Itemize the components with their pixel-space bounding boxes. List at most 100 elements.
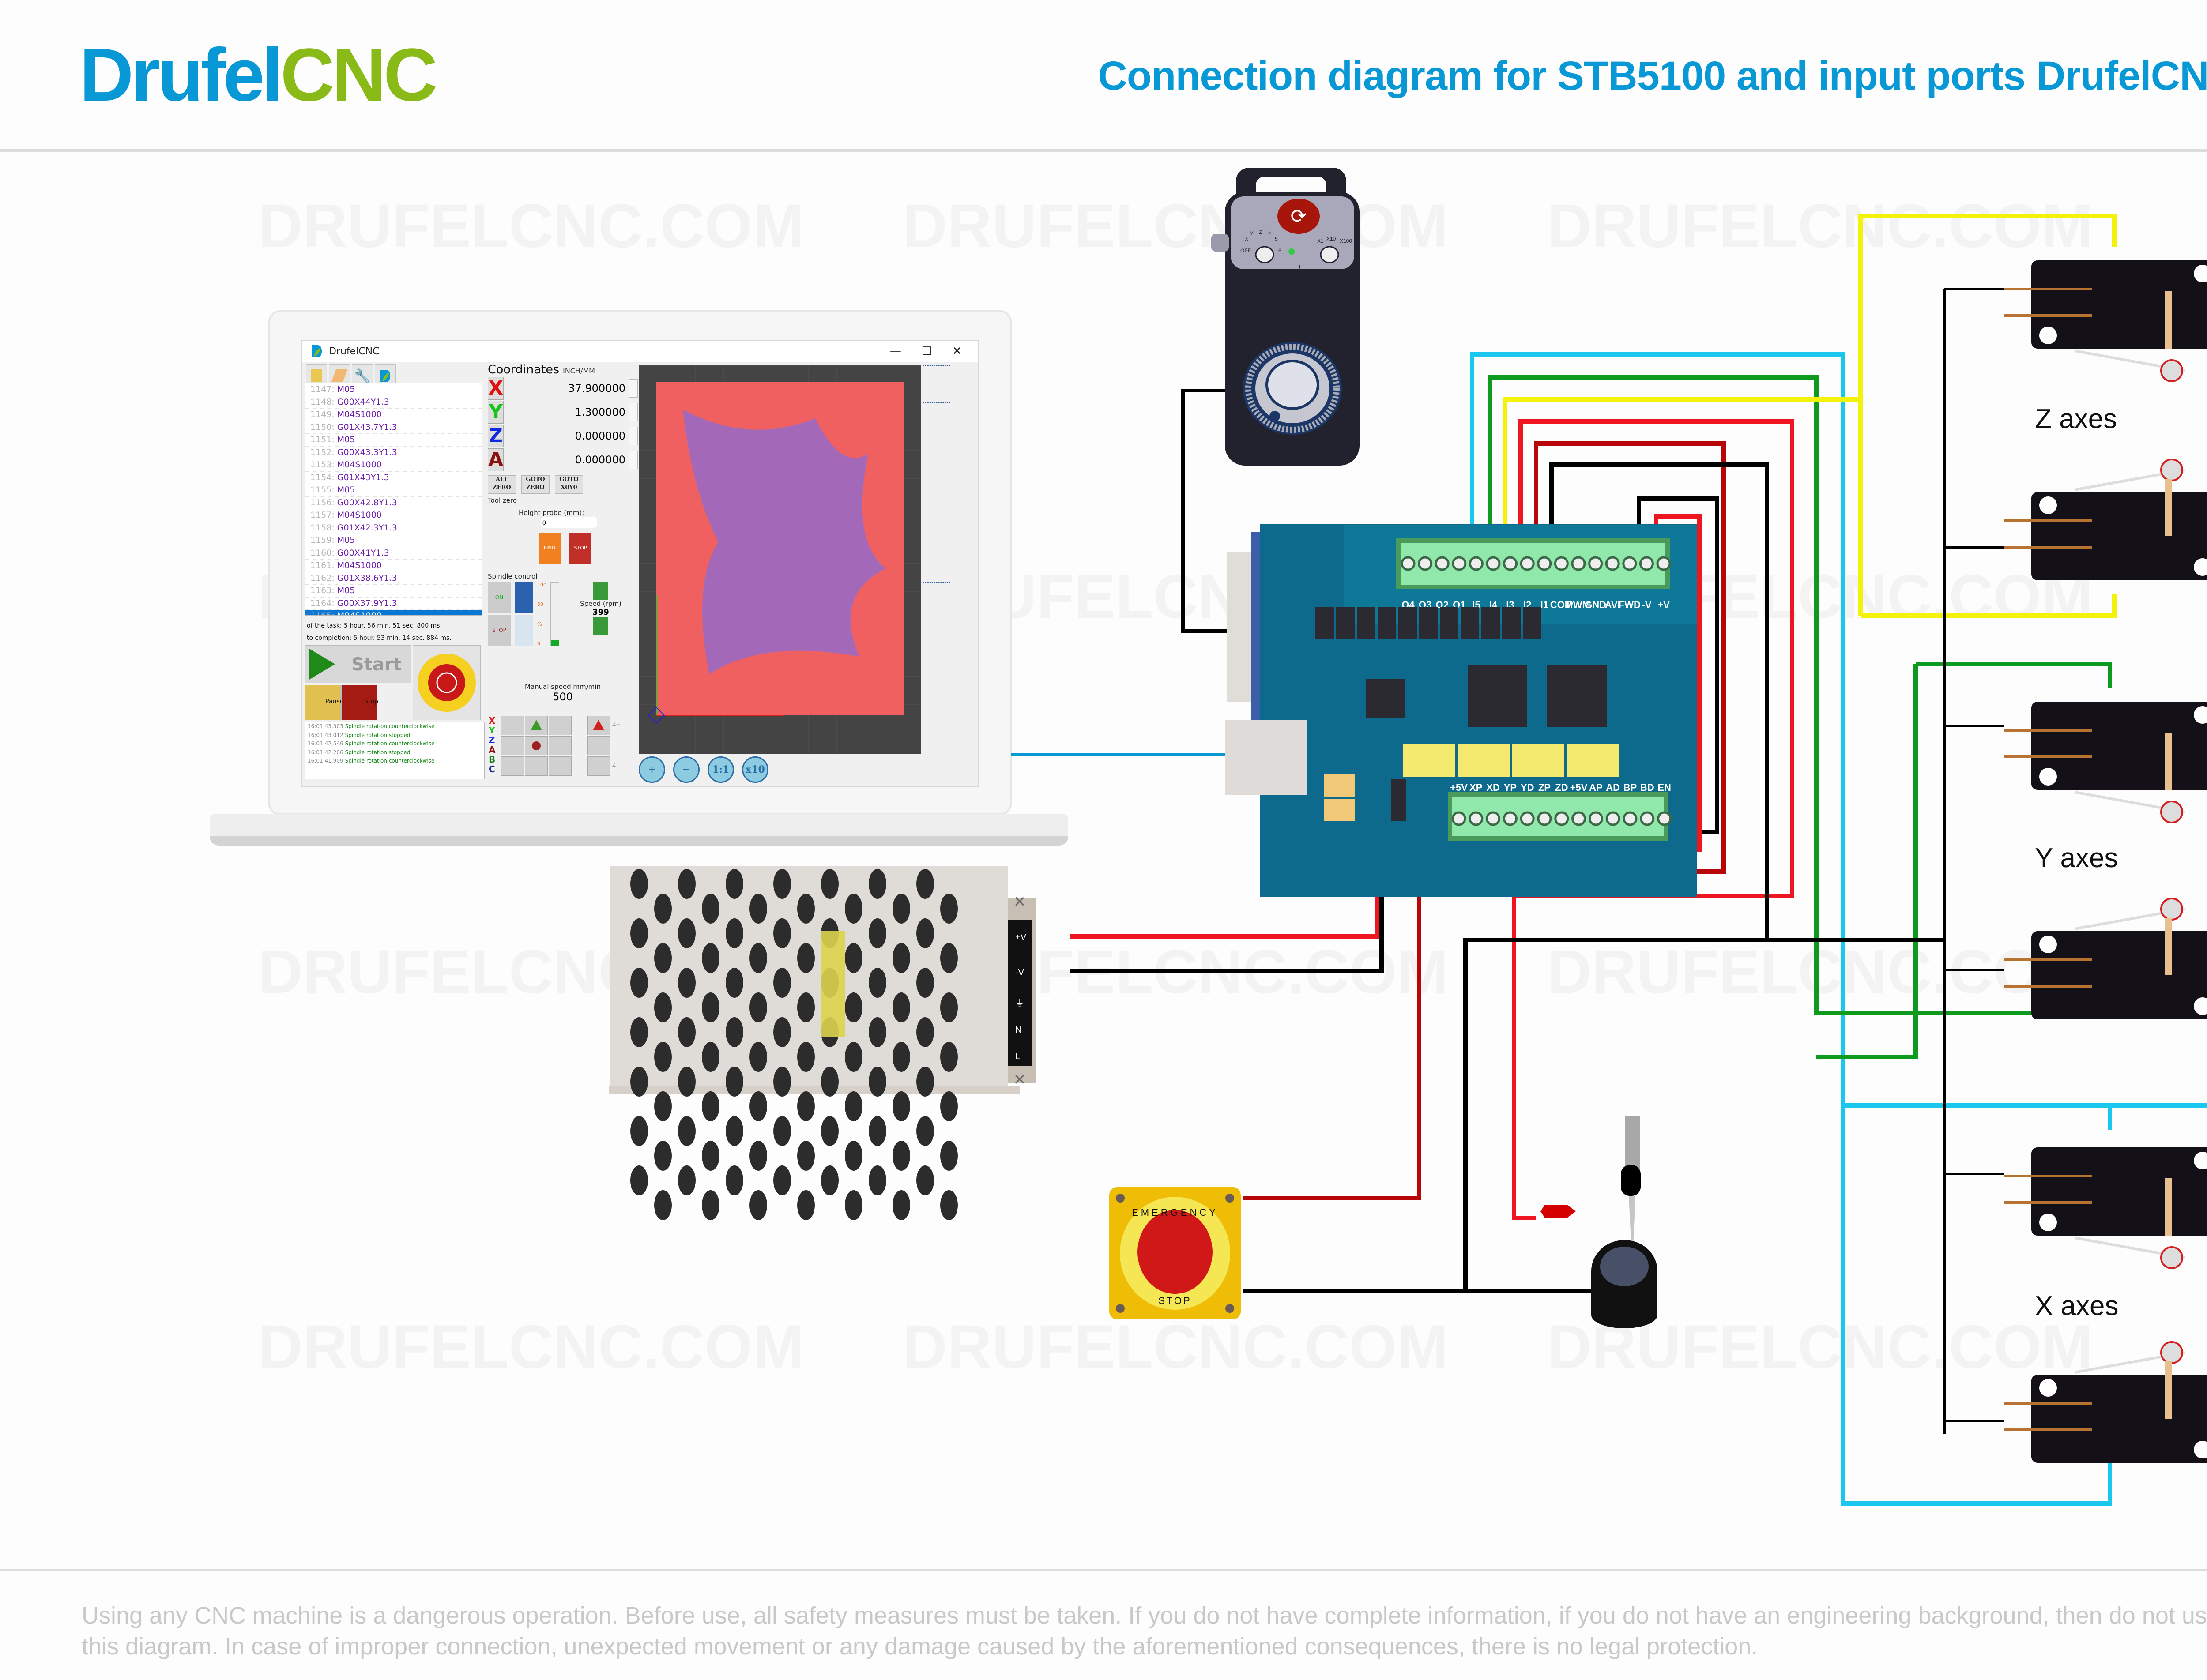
zoom-out-button[interactable]: − — [673, 756, 700, 783]
zero-axis-a-button[interactable]: A — [488, 448, 504, 471]
gcode-line[interactable]: 1148:G00X44Y1.3 — [305, 396, 482, 409]
gcode-command: M04S1000 — [337, 410, 382, 419]
watermark: DRUFELCNC.COM — [903, 191, 1449, 260]
gcode-line[interactable]: 1154:G01X43Y1.3 — [305, 472, 482, 484]
jog-yplus[interactable] — [525, 716, 548, 735]
vent-hole — [869, 918, 886, 948]
gcode-line[interactable]: 1159:M05 — [305, 534, 482, 547]
gcode-line[interactable]: 1165:M04S1000 — [305, 610, 482, 615]
gcode-line[interactable]: 1163:M05 — [305, 585, 482, 598]
speed-down-button[interactable] — [593, 617, 608, 635]
spindle-on-button[interactable]: ON — [488, 582, 511, 613]
jog-xminus[interactable] — [501, 736, 524, 755]
vent-hole — [654, 1091, 672, 1121]
emergency-stop-icon — [418, 654, 476, 712]
terminal-screw — [1537, 556, 1552, 571]
find-probe-button[interactable]: FIND — [539, 533, 561, 564]
line-number: 1158: — [310, 522, 335, 533]
start-button[interactable]: Start — [305, 645, 411, 683]
spindle-cw-button[interactable] — [515, 582, 533, 613]
all-zero-button[interactable]: ALL ZERO — [488, 475, 516, 494]
handwheel-grip[interactable] — [1269, 411, 1280, 421]
jog-z-stop[interactable] — [587, 736, 610, 755]
axis-selector-knob[interactable] — [1255, 246, 1274, 263]
pendant-estop-button[interactable] — [1277, 199, 1320, 234]
view-yz-button[interactable] — [923, 440, 950, 471]
terminal-screw — [1571, 811, 1586, 826]
screw-icon: ✕ — [1013, 894, 1026, 910]
spindle-stop-button[interactable]: STOP — [488, 615, 511, 646]
handwheel-center[interactable] — [1265, 360, 1319, 410]
gcode-line[interactable]: 1151:M05 — [305, 434, 482, 447]
toolpath-preview-canvas[interactable] — [639, 365, 921, 754]
pause-button[interactable] — [305, 685, 341, 720]
stop-button[interactable] — [341, 685, 377, 720]
close-button[interactable]: ✕ — [952, 345, 962, 358]
goto-zero-button[interactable]: GOTO ZERO — [521, 475, 550, 494]
gcode-line[interactable]: 1153:M04S1000 — [305, 459, 482, 472]
coordinate-spinner[interactable] — [629, 403, 638, 421]
view-3d-button[interactable] — [923, 477, 950, 508]
view-xy-button[interactable] — [923, 365, 950, 397]
frame-toggle-button[interactable] — [923, 551, 950, 583]
jog-xminus-yplus[interactable] — [501, 716, 524, 735]
coordinate-spinner[interactable] — [629, 451, 638, 469]
grid-toggle-button[interactable] — [923, 514, 950, 545]
pendant-side-button[interactable] — [1211, 234, 1229, 252]
gcode-line[interactable]: 1147:M05 — [305, 383, 482, 396]
gcode-line[interactable]: 1161:M04S1000 — [305, 560, 482, 572]
jog-xplus-yminus[interactable] — [549, 756, 572, 776]
jog-stop[interactable] — [525, 736, 548, 755]
terminal-label: AP — [1589, 782, 1603, 793]
optocoupler-chip — [1523, 607, 1541, 639]
stop-probe-button[interactable]: STOP — [569, 533, 591, 564]
gcode-line[interactable]: 1150:G01X43.7Y1.3 — [305, 421, 482, 434]
jog-zminus[interactable] — [587, 756, 610, 776]
software-emergency-stop-button[interactable] — [413, 645, 481, 720]
jog-xminus-yminus[interactable] — [501, 756, 524, 776]
zoom-1-1-button[interactable]: 1:1 — [708, 756, 734, 783]
gcode-line[interactable]: 1156:G00X42.8Y1.3 — [305, 497, 482, 509]
view-xz-button[interactable] — [923, 402, 950, 434]
step-selector-knob[interactable] — [1320, 246, 1339, 263]
terminal-label: YP — [1504, 782, 1517, 793]
units-toggle[interactable]: INCH/MM — [563, 367, 595, 375]
jog-zplus[interactable] — [587, 716, 610, 735]
coordinate-spinner[interactable] — [629, 427, 638, 445]
vent-hole — [940, 992, 958, 1022]
mpg-pendant[interactable]: ⟳ OFF X Y Z 4 5 6 X1 X10 X100 − + — [1211, 168, 1360, 466]
scale-0: 0 — [537, 640, 540, 646]
coordinate-spinner[interactable] — [629, 379, 638, 398]
jog-xplus-yplus[interactable] — [549, 716, 572, 735]
gcode-line[interactable]: 1152:G00X43.3Y1.3 — [305, 447, 482, 459]
gcode-line[interactable]: 1155:M05 — [305, 484, 482, 497]
zero-axis-y-button[interactable]: Y — [488, 401, 504, 424]
gcode-line[interactable]: 1157:M04S1000 — [305, 509, 482, 522]
goto-x0y0-button[interactable]: GOTO X0Y0 — [555, 475, 583, 494]
height-probe-input[interactable] — [541, 517, 597, 528]
jog-xplus[interactable] — [549, 736, 572, 755]
speed-up-button[interactable] — [593, 582, 608, 600]
gcode-line[interactable]: 1160:G00X41Y1.3 — [305, 547, 482, 560]
zero-axis-z-button[interactable]: Z — [488, 425, 504, 447]
spindle-ccw-button[interactable] — [515, 615, 533, 646]
spindle-speed-slider[interactable] — [550, 582, 559, 646]
zero-axis-x-button[interactable]: X — [488, 377, 504, 400]
zoom-in-button[interactable]: + — [639, 756, 665, 783]
gcode-line[interactable]: 1162:G01X38.6Y1.3 — [305, 572, 482, 585]
jog-yminus[interactable] — [525, 756, 548, 776]
gcode-line[interactable]: 1164:G00X37.9Y1.3 — [305, 598, 482, 610]
gcode-line[interactable]: 1149:M04S1000 — [305, 409, 482, 421]
gcode-line[interactable]: 1158:G01X42.3Y1.3 — [305, 522, 482, 534]
maximize-button[interactable]: ☐ — [921, 345, 932, 358]
minimize-button[interactable]: — — [889, 345, 901, 358]
vent-hole — [749, 1091, 767, 1121]
zoom-x10-button[interactable]: x10 — [742, 756, 768, 783]
emergency-stop-button[interactable]: EMERGENCY STOP — [1109, 1187, 1241, 1319]
estop-red-button[interactable] — [1137, 1210, 1213, 1294]
